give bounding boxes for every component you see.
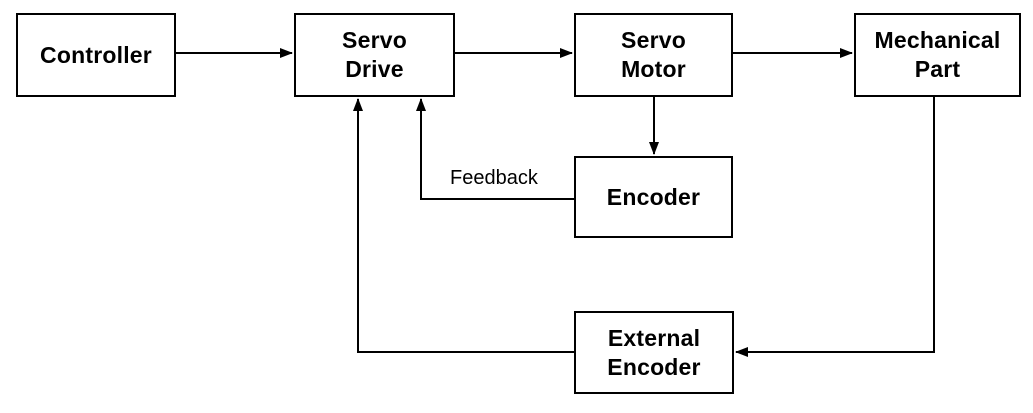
node-mechanical-part: Mechanical Part [854,13,1021,97]
arrow-mechanical-part-to-external-encoder [735,97,935,357]
arrow-external-encoder-to-servo-drive [353,98,574,353]
arrow-encoder-to-servo-drive-feedback [416,98,574,200]
node-mechanical-part-label-line2: Part [914,56,961,82]
node-servo-motor-label-line1: Servo [621,27,686,54]
node-servo-drive: Servo Drive [294,13,455,97]
node-servo-drive-label-line2: Drive [345,56,404,82]
node-mechanical-part-label-line1: Mechanical [874,27,1001,54]
node-external-encoder-label-line1: External [607,324,701,351]
node-encoder: Encoder [574,156,733,238]
node-controller: Controller [16,13,176,97]
node-external-encoder: External Encoder [574,311,734,394]
node-external-encoder-label-line2: Encoder [607,353,701,380]
node-servo-drive-label-line1: Servo [342,27,407,54]
node-servo-motor: Servo Motor [574,13,733,97]
node-servo-motor-label-line2: Motor [621,56,686,82]
node-encoder-label: Encoder [606,183,701,210]
node-controller-label: Controller [40,41,152,68]
feedback-edge-label: Feedback [450,167,538,189]
